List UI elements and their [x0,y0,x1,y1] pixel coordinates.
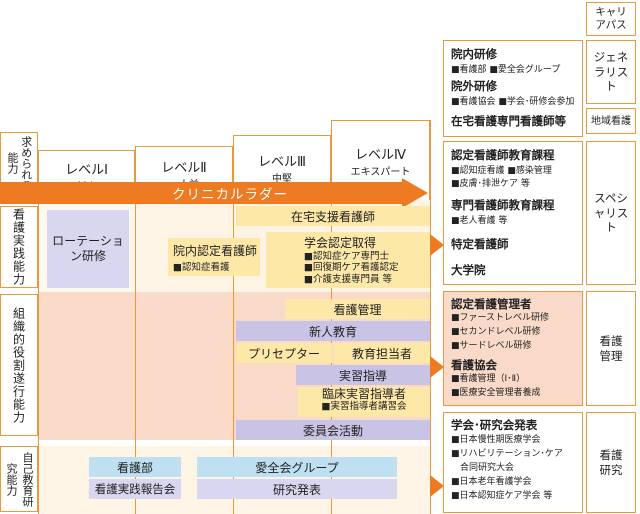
first-level-training: ■ファーストレベル研修 [451,313,550,323]
management-box: 認定看護管理者 ■ファーストレベル研修 ■セカンドレベル研修 ■サードレベル研修… [443,291,583,406]
arrow-research-shape [430,475,444,497]
instructor-course: ■実習指導者講習会 [321,401,407,413]
clinical-ladder-arrow [0,178,428,208]
nursing-department: 看護部 [89,457,181,477]
specialist-nurse-course: 専門看護師教育課程 [451,198,555,212]
arrow-practice [430,234,444,256]
certified-manager: 認定看護管理者 [451,297,532,311]
society-item-1: ■認知症ケア専門士 [304,251,389,262]
specialist-course-sub: ■老人看護 等 [451,216,508,226]
clinical-ladder-label: クリニカルラダー [172,187,288,203]
career-research: 看護研究 [586,412,636,513]
external-training: 院外研修 [451,79,497,93]
society-title: 学会認定取得 [304,236,377,250]
external-training-sub: ■看護協会 ■学会･研修会参加 [451,97,575,107]
conference-presentation: 学会･研究会発表 [451,418,538,432]
in-hospital-title: 院内認定看護師 [173,244,258,258]
aizenkai-group: 愛全会グループ [197,457,397,477]
certified-course-box: 認定看護師教育課程 ■認知症看護 ■感染管理 ■皮膚･排泄ケア 等 専門看護師教… [443,141,583,285]
rotation-training: ローテーション研修 [47,210,129,288]
conference-item-2: ■リハビリテーション･ケア [451,448,563,459]
in-hospital-sub: ■認知症看護 [173,262,230,273]
committee-activity: 委員会活動 [236,420,430,440]
second-level-training: ■セカンドレベル研修 [451,326,541,337]
conference-item-1: ■日本慢性期医療学会 [451,435,541,445]
conference-item-5: ■日本認知症ケア学会 等 [451,490,553,501]
level-2-title: レベルⅡ [161,160,207,176]
clinical-ladder-arrow-shape [0,178,428,208]
level-4-sub: エキスパート [350,166,411,178]
conference-item-4: ■日本老年看護学会 [451,476,532,487]
third-level-training: ■サードレベル研修 [451,340,532,351]
arrow-organization-shape [430,356,444,378]
arrow-practice-shape [430,234,444,256]
education-staff: 教育担当者 [334,343,430,363]
row-organization-header: 組織的役割遂行能力 [0,294,38,436]
certified-nurse-course: 認定看護師教育課程 [451,148,555,162]
graduate-school: 大学院 [451,263,486,277]
in-hospital-certified-nurse: 院内認定看護師 ■認知症看護 [168,238,260,276]
in-hospital-training-sub: ■看護部 ■愛全会グループ [451,65,561,75]
clinical-instructor: 臨床実習指導者 ■実習指導者講習会 [298,387,430,417]
training-box: 院内研修 ■看護部 ■愛全会グループ 院外研修 ■看護協会 ■学会･研修会参加 … [443,40,583,137]
certified-course-sub-1: ■認知症看護 ■感染管理 [451,166,552,176]
career-path-header: キャリアパス [586,2,636,36]
certified-course-sub-2: ■皮膚･排泄ケア 等 [451,179,530,189]
practice-report-meeting: 看護実践報告会 [89,479,181,499]
society-item-2: ■回復期ケア看護認定 [304,262,399,274]
in-hospital-training: 院内研修 [451,47,497,61]
clinical-instructor-title: 臨床実習指導者 [321,387,406,401]
society-item-3: ■介護支援専門員 等 [304,273,392,285]
research-presentation: 研究発表 [197,479,397,499]
conference-box: 学会･研究会発表 ■日本慢性期医療学会 ■リハビリテーション･ケア 合同研究大会… [443,412,583,513]
row-practice-header: 看護実践能力 [0,206,38,288]
career-management: 看護管理 [586,291,636,406]
divider-l4 [430,120,431,514]
society-certification: 学会認定取得 ■認知症ケア専門士 ■回復期ケア看護認定 ■介護支援専門員 等 [266,232,430,288]
practice-guidance: 実習指導 [296,365,430,385]
career-generalist: ジェネラリスト [586,40,636,104]
new-staff-education: 新人教育 [236,321,430,341]
nursing-management: 看護管理 [285,299,430,319]
nursing-association: 看護協会 [451,357,497,372]
level-1-title: レベルⅠ [65,162,108,178]
home-care-specialist: 在宅看護専門看護師等 [451,114,566,128]
career-specialist: スペシャリスト [586,141,636,285]
specified-nurse: 特定看護師 [451,237,509,251]
divider-l2 [233,135,234,514]
divider-l1 [135,146,136,514]
arrow-organization [430,356,444,378]
row-self-education-header: 自己教育研究能力 [0,446,38,512]
career-regional: 地域看護 [586,108,636,134]
home-care-nurse: 在宅支援看護師 [236,206,430,226]
level-4-title: レベルⅣ [355,147,406,163]
divider-l0 [38,150,39,514]
conference-item-3: 合同研究大会 [451,462,515,473]
level-3-sub: 中堅 [272,174,292,185]
safety-manager-training: ■医療安全管理者養成 [451,387,541,398]
arrow-research [430,475,444,497]
nursing-management-course: ■看護管理（Ⅰ･Ⅱ） [451,373,526,384]
preceptor: プリセプター [236,343,332,363]
level-3-title: レベルⅢ [258,155,306,170]
